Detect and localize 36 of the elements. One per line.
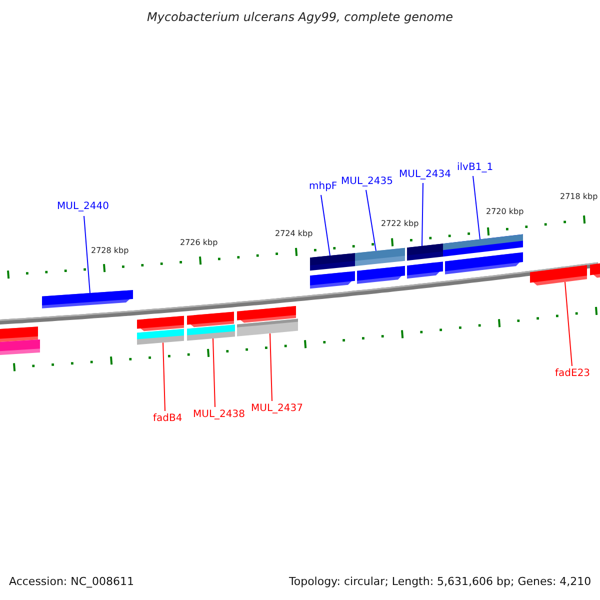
leader-line — [472, 176, 480, 240]
leader-line — [320, 194, 330, 256]
gene-label: MUL_2437 — [251, 404, 303, 414]
gene-arrow — [530, 265, 587, 286]
leader-line — [84, 216, 90, 294]
leader-line — [564, 281, 572, 366]
feature-bar — [310, 253, 355, 271]
scale-label: 2720 kbp — [486, 208, 524, 216]
feature-bar — [443, 234, 523, 257]
feature-bar — [355, 248, 405, 266]
scale-label: 2726 kbp — [180, 239, 218, 247]
gene-arrow — [42, 290, 133, 308]
scale-label: 2722 kbp — [381, 220, 419, 228]
gene-label: MUL_2435 — [341, 177, 393, 187]
page-title: Mycobacterium ulcerans Agy99, complete genome — [147, 11, 454, 23]
scale-label: 2728 kbp — [91, 247, 129, 255]
gene-label: ilvB1_1 — [457, 163, 494, 173]
feature-bar — [407, 244, 443, 261]
leader-line — [270, 332, 272, 402]
scale-label: 2718 kbp — [560, 193, 598, 201]
leader-line — [212, 338, 216, 408]
leader-line — [366, 190, 376, 252]
gene-label: MUL_2440 — [57, 202, 109, 212]
accession-text: Accession: NC_008611 — [9, 576, 134, 587]
feature-bar — [137, 328, 184, 345]
leader-line — [162, 342, 166, 412]
feature-bar — [187, 324, 235, 341]
leader-line — [422, 182, 424, 246]
genome-stats-text: Topology: circular; Length: 5,631,606 bp; Genes: 4,210 — [289, 576, 592, 587]
gene-label: MUL_2438 — [193, 410, 245, 420]
gene-label: fadB4 — [153, 414, 182, 424]
scale-label: 2724 kbp — [275, 230, 313, 238]
feature-bar — [237, 318, 298, 336]
gene-label: mhpF — [309, 182, 338, 192]
gene-label: fadE23 — [555, 369, 590, 379]
gene-label: MUL_2434 — [399, 170, 451, 180]
